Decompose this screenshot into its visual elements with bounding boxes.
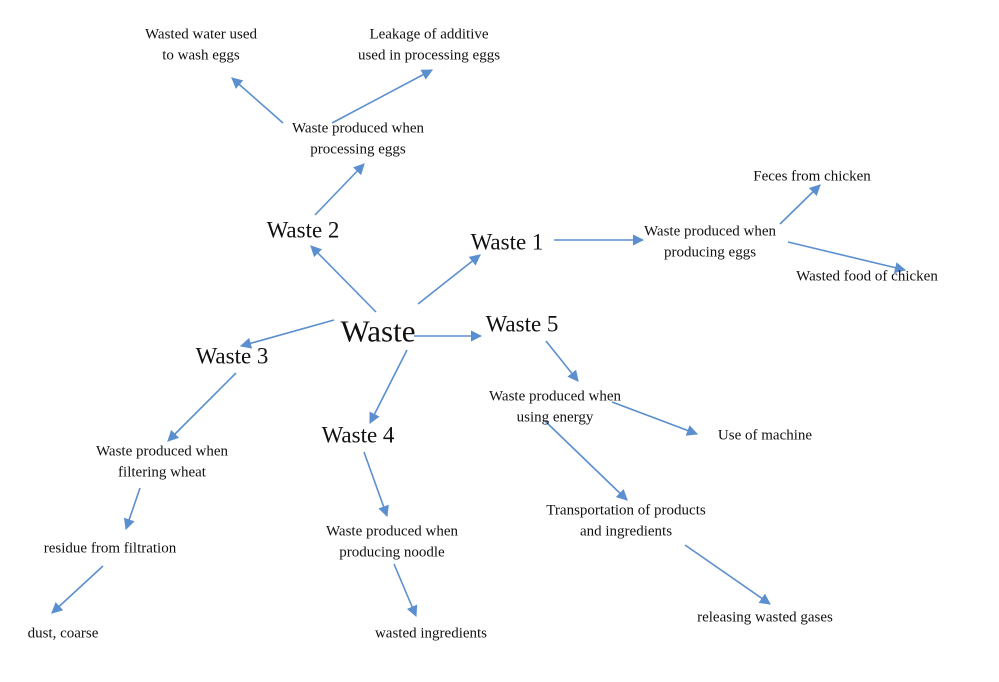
node-transportation: Transportation of products and ingredien… xyxy=(546,501,705,544)
node-line: processing eggs xyxy=(310,142,406,158)
node-feces-from-chicken: Feces from chicken xyxy=(753,166,870,187)
node-line: and ingredients xyxy=(579,524,673,540)
node-using-energy: Waste produced when using energy xyxy=(489,387,621,430)
node-line: Use of machine xyxy=(717,427,813,444)
branch-node-waste-3: Waste 3 xyxy=(196,343,269,372)
node-line: to wash eggs xyxy=(162,48,240,64)
edge-waste2-to-processing xyxy=(314,163,365,216)
edge-energy-to-transportation xyxy=(544,420,628,501)
edge-waste-to-waste1 xyxy=(417,254,481,305)
node-wasted-food-of-chicken: Wasted food of chicken xyxy=(796,266,938,287)
branch-label: Waste 4 xyxy=(321,422,395,448)
node-line: releasing wasted gases xyxy=(697,609,833,626)
node-dust-coarse: dust, coarse xyxy=(28,623,99,644)
node-line: Feces from chicken xyxy=(753,168,871,185)
edge-transportation-to-gases xyxy=(684,544,771,605)
edge-waste4-to-noodle xyxy=(363,451,389,518)
node-line: Waste produced when xyxy=(95,443,229,460)
node-line: residue from filtration xyxy=(43,540,177,557)
node-wasted-water: Wasted water used to wash eggs xyxy=(145,25,257,68)
node-line: producing noodle xyxy=(339,545,445,561)
node-line: Waste produced when xyxy=(325,523,459,540)
node-filtering-wheat: Waste produced when filtering wheat xyxy=(96,442,228,485)
root-node-waste: Waste xyxy=(341,313,416,352)
edge-waste-to-waste2 xyxy=(310,245,377,313)
edge-waste3-to-filtering xyxy=(167,372,237,442)
node-line: used in processing eggs xyxy=(357,48,501,64)
edge-producing-eggs-to-food xyxy=(787,241,907,274)
node-line: Transportation of products xyxy=(546,502,706,519)
node-line: wasted ingredients xyxy=(374,625,488,642)
branch-label: Waste 3 xyxy=(195,343,269,369)
node-line: Wasted food of chicken xyxy=(796,268,938,285)
node-line: Waste produced when xyxy=(488,388,622,405)
edge-filtering-to-residue xyxy=(123,487,141,531)
node-line: filtering wheat xyxy=(118,465,206,481)
edge-residue-to-dust xyxy=(51,565,104,614)
edge-energy-to-machine xyxy=(611,401,699,436)
node-line: Waste produced when xyxy=(291,120,425,137)
root-label: Waste xyxy=(340,313,416,349)
node-line: producing eggs xyxy=(663,245,757,261)
node-residue-from-filtration: residue from filtration xyxy=(44,538,176,559)
node-line: using energy xyxy=(516,410,594,426)
node-line: dust, coarse xyxy=(27,625,99,642)
node-use-of-machine: Use of machine xyxy=(718,425,812,446)
node-line: Waste produced when xyxy=(643,223,777,240)
node-producing-noodle: Waste produced when producing noodle xyxy=(326,522,458,565)
branch-node-waste-4: Waste 4 xyxy=(322,422,395,451)
branch-node-waste-1: Waste 1 xyxy=(471,229,544,258)
node-line: Leakage of additive xyxy=(369,26,489,43)
edge-waste-to-waste4 xyxy=(369,349,408,424)
branch-node-waste-2: Waste 2 xyxy=(267,217,340,246)
node-line: Wasted water used xyxy=(144,26,258,43)
edge-waste-to-waste3 xyxy=(239,319,335,349)
edge-noodle-to-ingredients xyxy=(393,563,418,618)
branch-label: Waste 5 xyxy=(485,311,559,337)
edge-producing-eggs-to-feces xyxy=(779,184,821,225)
branch-label: Waste 1 xyxy=(470,229,544,255)
node-wasted-ingredients: wasted ingredients xyxy=(375,623,487,644)
node-processing-eggs: Waste produced when processing eggs xyxy=(292,119,424,162)
edge-processing-to-leakage xyxy=(331,69,433,124)
node-releasing-wasted-gases: releasing wasted gases xyxy=(697,607,833,628)
edge-processing-to-water xyxy=(231,77,284,124)
node-leakage-of-additive: Leakage of additive used in processing e… xyxy=(358,25,500,68)
branch-node-waste-5: Waste 5 xyxy=(486,311,559,340)
branch-label: Waste 2 xyxy=(266,217,340,243)
node-producing-eggs: Waste produced when producing eggs xyxy=(644,222,776,265)
edge-waste5-to-energy xyxy=(545,340,579,382)
